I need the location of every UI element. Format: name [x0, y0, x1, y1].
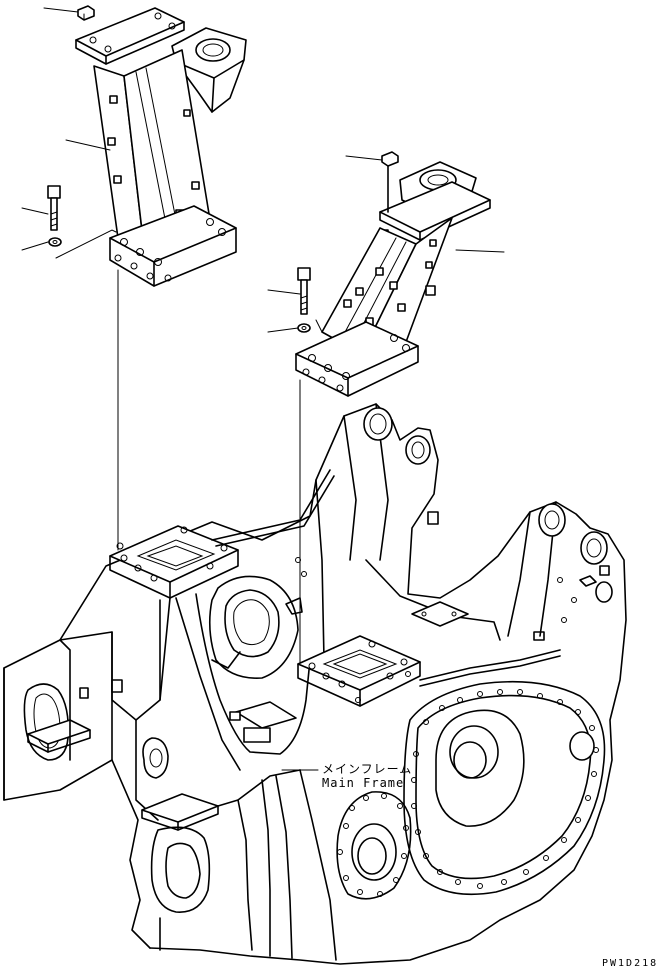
- figure-code: PW1D218: [602, 958, 659, 969]
- right-support-bracket: [295, 161, 491, 397]
- fasteners: [47, 5, 399, 333]
- main-frame-label-jp: メインフレーム: [322, 762, 413, 776]
- main-frame-label-en: Main Frame: [322, 776, 405, 790]
- main-frame: [3, 403, 627, 965]
- bolt-ring: [411, 689, 599, 889]
- left-support-bracket: [75, 7, 247, 287]
- leader-lines: [21, 7, 505, 771]
